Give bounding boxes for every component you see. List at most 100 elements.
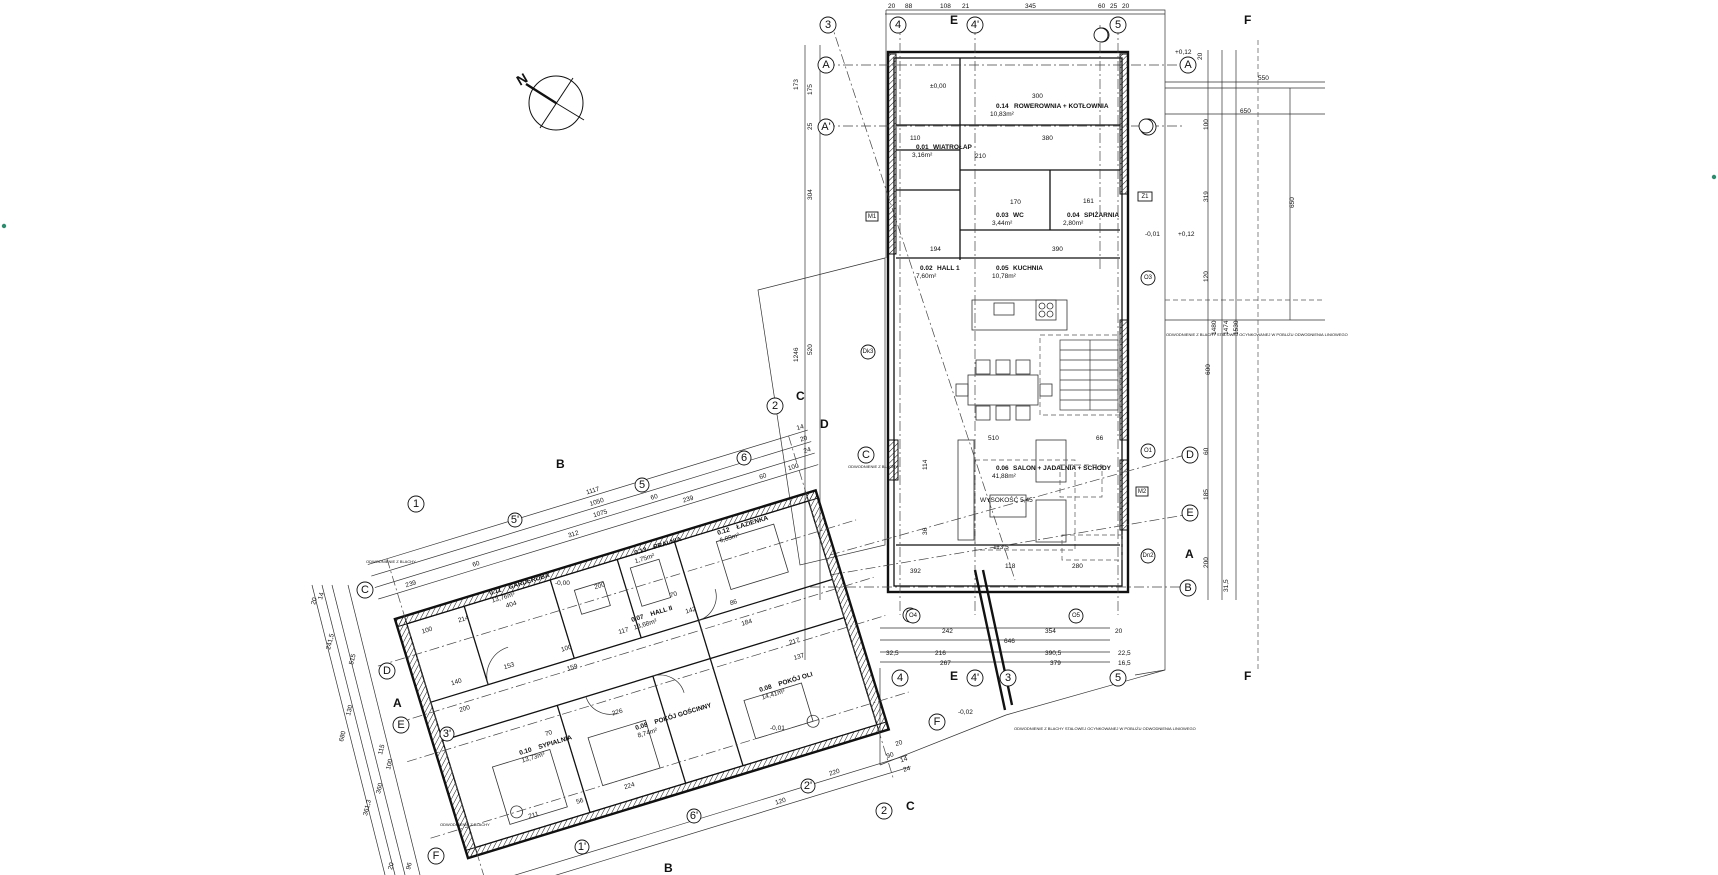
dim-value: 20 [387,861,396,870]
window-tag: O1 [1144,448,1153,454]
dims-left-top: 1117 1050 1075 312 239 60 239 60 100 60 … [405,423,812,589]
room-label: 0.03 WC 3,44m² [992,212,1024,227]
dim-value: 1530 [1233,320,1240,335]
grid-label: F [433,850,440,862]
dim-value: 650 [1240,108,1251,115]
dim-value: 510 [988,435,999,442]
section-mark: B [556,457,565,471]
dim-value: 217 [788,637,801,647]
marker-dot [1,223,7,229]
dim-value: 280 [1072,563,1083,570]
dim-value: 390 [1052,246,1063,253]
dim-value: 520 [807,344,814,355]
dim-value: 170 [1010,199,1021,206]
level-marks: +0,12 ±0,00 -0,01 +0,12 -0,02 -0,00 -0,0… [555,49,1195,732]
room-name: POKÓJ GOŚCINNY [653,700,713,726]
dim-value: 241,5 [325,633,336,651]
living-height-note: WYSOKOŚĆ 5,45 [980,495,1033,504]
dim-value: 210 [975,153,986,160]
door-tag: M2 [1138,489,1147,495]
room-area: 10,83m² [990,111,1015,118]
dim-value: 14 [899,755,908,764]
door-tag: Z1 [1141,194,1149,200]
dim-value: 646 [1004,638,1015,645]
dim-value: 392 [910,568,921,575]
room-number: 0.02 [920,265,933,272]
dim-value: 60 [1098,3,1106,10]
dim-value: 113,5 [993,544,1009,551]
dim-value: 137 [793,652,806,662]
level-mark: +0,12 [1178,231,1195,238]
right-grid-axes [804,25,1325,766]
level-mark: -0,01 [1145,231,1160,238]
dim-value: 142 [685,606,698,616]
dim-value: 25 [807,122,814,130]
dim-value: 20 [1122,3,1130,10]
dim-value: 96 [405,861,414,870]
level-mark: -0,01 [770,725,785,732]
dim-value: 70 [669,590,678,599]
room-name: HALL 1 [937,265,960,272]
dim-value: 360 [375,782,385,795]
marker-dot [1711,174,1717,180]
grid-label: A [1184,59,1192,71]
dims-left-bottom: 220 120 90 20 14 24 [774,739,911,807]
dim-value: 100 [421,626,434,636]
dim-value: 24 [803,446,812,455]
section-mark: E [950,13,958,27]
room-labels-left: 0.11 GARDEROBA 13,76m² 0.13 PRALNIA 1,75… [489,515,814,765]
section-mark: D [820,417,829,431]
room-number: 0.12 [717,526,732,537]
dim-value: 173 [793,79,800,90]
room-number: 0.11 [489,587,503,597]
dim-value: 380 [1042,135,1053,142]
grid-label: 5 [1115,19,1121,31]
note-text: ODWODNIENIE Z BLACHY [440,822,490,827]
level-mark: +0,12 [1175,49,1192,56]
dim-value: 211 [528,811,540,821]
grid-label: 4' [971,672,979,684]
room-number: 0.14 [996,103,1009,110]
grid-label: 4 [895,19,901,31]
dim-value: 117 [618,626,630,636]
room-area: 3,44m² [992,220,1013,227]
dim-value: 650 [1289,197,1296,208]
room-label: 0.08 POKÓJ OLI 14,41m² [759,669,814,702]
right-wing [757,9,1166,676]
grid-label: 1 [413,498,419,510]
dims-inner: 300 110 380 210 170 161 194 390 510 66 1… [910,93,1104,575]
dim-value: 20 [888,3,896,10]
dim-value: 161 [1083,198,1094,205]
left-wing [367,429,911,875]
dim-value: 100 [1203,119,1210,130]
dim-value: 216 [935,650,946,657]
grid-label: 3' [443,728,451,740]
dim-value: 200 [593,581,606,591]
dim-value: 153 [503,661,516,671]
dim-value: 21 [962,3,970,10]
door-tag: Dk3 [863,349,874,355]
dim-value: 60 [650,493,659,502]
dim-value: 25 [1110,3,1118,10]
window-tag: O5 [1072,613,1081,619]
dim-value: 66 [1096,435,1104,442]
window-door-tags: O1 O3 O4 O5 M1 M2 Z1 Dn2 Dk3 [860,27,1156,624]
north-arrow: N [514,70,585,131]
room-number: 0.13 [634,546,649,557]
room-label: 0.02 HALL 1 7,60m² [916,265,960,280]
room-label: 0.06 SALON + JADALNIA + SCHODY 41,88m² [992,465,1112,480]
room-number: 0.06 [996,465,1009,472]
grid-bubbles-left: 1 2 5' 5 6 6' 1' 2' 3' 2 C D E F F C [356,397,946,865]
room-name: KUCHNIA [1013,265,1043,272]
grid-label: B [1184,582,1191,594]
room-number: 0.05 [996,265,1009,272]
dim-value: 379 [1050,660,1061,667]
dim-value: 1474 [1223,320,1230,335]
dim-value: 267 [940,660,951,667]
note-text: ODWODNIENIE Z BLACHY STALOWEJ OCYNKOWANE… [1014,726,1196,731]
room-label: 0.01 WIATROŁAP 3,16m² [912,144,973,159]
grid-label: 3 [1005,672,1011,684]
room-label: 0.05 KUCHNIA 10,78m² [992,265,1043,280]
room-number: 0.03 [996,212,1009,219]
room-area: 2,80m² [1063,220,1084,227]
